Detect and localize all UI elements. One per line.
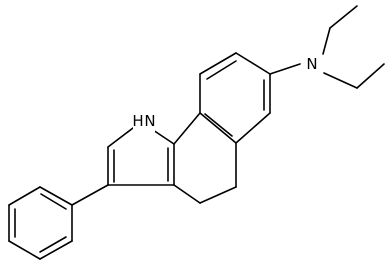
dihydro-ring <box>173 112 237 204</box>
phenyl-pyrrole-bond <box>71 184 109 206</box>
diethylamino-group <box>269 5 385 89</box>
pyrrole-hydrogen-label: H <box>132 112 143 130</box>
pyrrole-ring <box>107 127 175 186</box>
benzo-ring <box>199 52 271 144</box>
phenyl-ring <box>8 186 73 260</box>
amine-nitrogen-label: N <box>306 55 317 73</box>
pyrrole-nitrogen-label: N <box>144 112 155 130</box>
